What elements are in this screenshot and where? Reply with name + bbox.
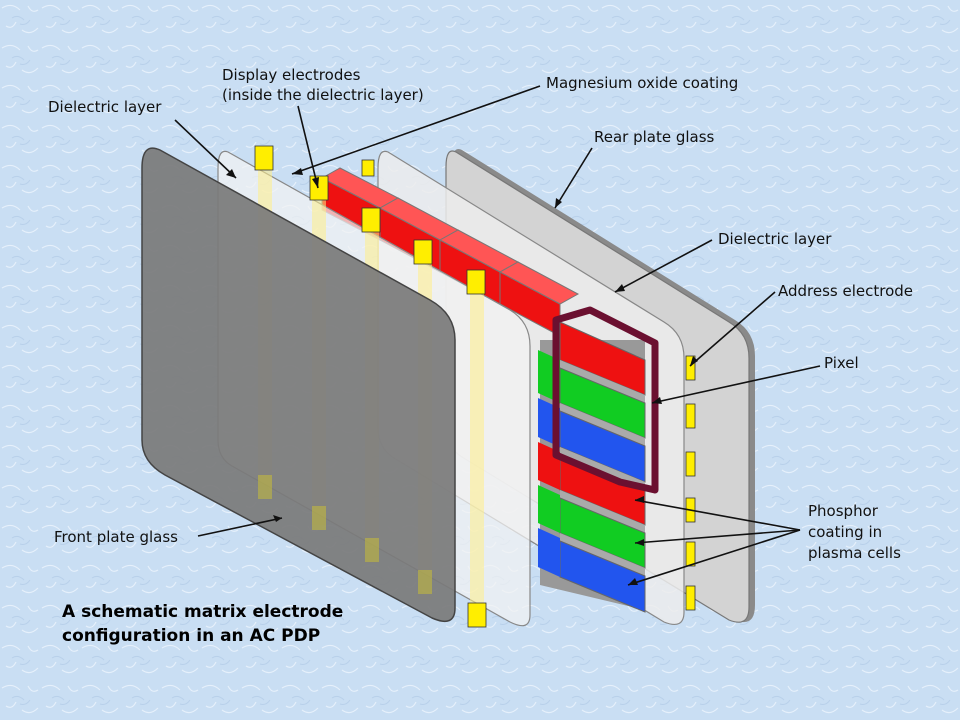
- label-mgo-coating: Magnesium oxide coating: [546, 74, 738, 92]
- label-phosphor-2: coating in: [808, 523, 882, 541]
- label-pixel: Pixel: [824, 354, 859, 372]
- front-plate-glass: [141, 147, 456, 623]
- caption-line-2: configuration in an AC PDP: [62, 626, 320, 646]
- label-rear-plate-glass: Rear plate glass: [594, 128, 715, 146]
- arrowheads: [226, 168, 698, 585]
- label-address-electrode: Address electrode: [778, 282, 913, 300]
- caption-line-1: A schematic matrix electrode: [62, 602, 343, 622]
- label-display-electrodes-sub: (inside the dielectric layer): [222, 86, 424, 104]
- pixel-outline: [552, 306, 659, 494]
- label-dielectric-front: Dielectric layer: [48, 98, 162, 116]
- label-phosphor-3: plasma cells: [808, 544, 901, 562]
- label-phosphor-1: Phosphor: [808, 502, 879, 520]
- leader-lines: [174, 85, 821, 586]
- label-dielectric-rear: Dielectric layer: [718, 230, 832, 248]
- label-front-plate-glass: Front plate glass: [54, 528, 178, 546]
- label-display-electrodes: Display electrodes: [222, 66, 361, 84]
